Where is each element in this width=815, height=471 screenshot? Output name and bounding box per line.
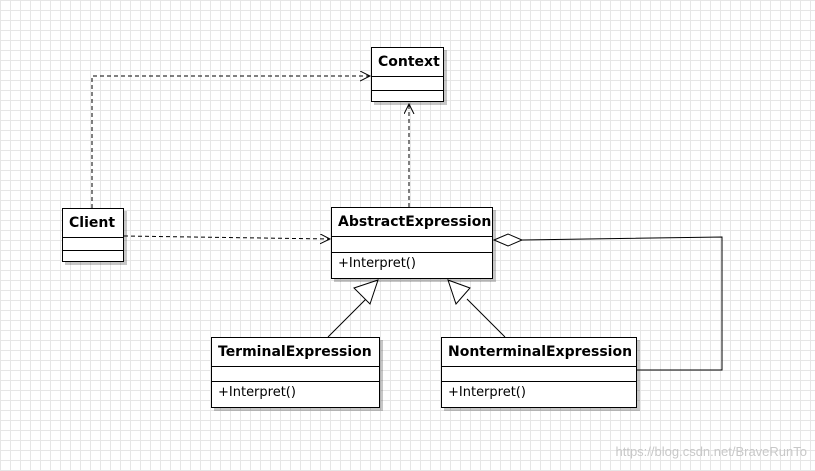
attributes-section [442, 367, 636, 382]
class-name: NonterminalExpression [442, 338, 636, 367]
class-abstract-expression[interactable]: AbstractExpression +Interpret() [331, 207, 493, 279]
dependency-client-abstract [123, 236, 330, 239]
aggregation-diamond [492, 233, 524, 247]
attributes-section [63, 238, 123, 251]
operation-interpret: +Interpret() [448, 385, 526, 400]
watermark: https://blog.csdn.net/BraveRunTo [615, 444, 807, 459]
generalization-terminal-triangle [353, 279, 379, 305]
attributes-section [372, 77, 443, 91]
operations-section [63, 251, 123, 263]
operation-interpret: +Interpret() [338, 256, 416, 271]
class-nonterminal-expression[interactable]: NonterminalExpression +Interpret() [441, 337, 637, 408]
class-name: TerminalExpression [212, 338, 379, 367]
class-name: AbstractExpression [332, 208, 492, 237]
aggregation-line [521, 236, 723, 371]
attributes-section [212, 367, 379, 382]
class-context[interactable]: Context [371, 47, 444, 102]
class-client[interactable]: Client [62, 208, 124, 262]
class-terminal-expression[interactable]: TerminalExpression +Interpret() [211, 337, 380, 408]
class-name: Context [372, 48, 443, 77]
operation-interpret: +Interpret() [218, 385, 296, 400]
class-name: Client [63, 209, 123, 238]
operations-section [372, 91, 443, 103]
attributes-section [332, 237, 492, 253]
generalization-terminal-line [327, 298, 367, 338]
dependency-client-context [91, 76, 370, 208]
generalization-nonterminal-line [466, 298, 506, 338]
generalization-nonterminal-triangle [447, 279, 471, 305]
